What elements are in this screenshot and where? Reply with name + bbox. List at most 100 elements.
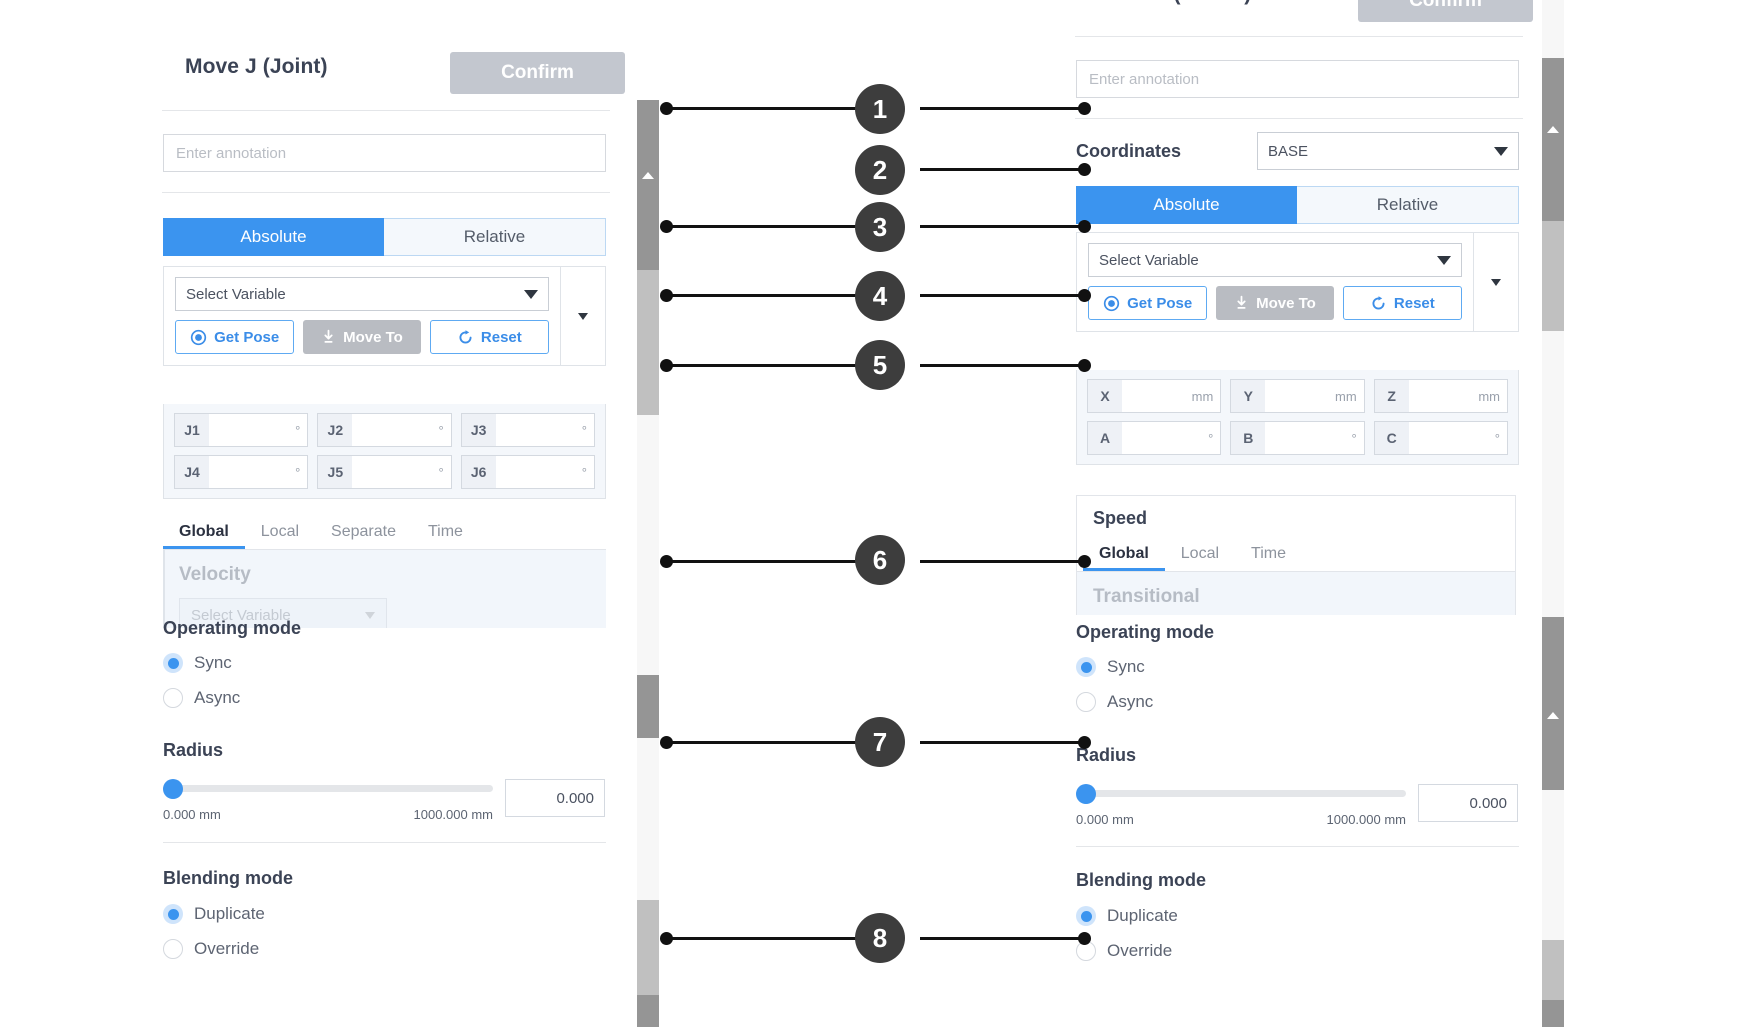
scrollbar-thumb[interactable] (637, 675, 659, 738)
pose-field-unit: ° (1208, 430, 1214, 446)
slider-knob[interactable] (163, 779, 183, 799)
move-j-radius-slider[interactable] (163, 779, 493, 799)
move-l-duplicate-label: Duplicate (1107, 906, 1178, 925)
move-l-variable-select-value: Select Variable (1099, 251, 1199, 269)
tab-time[interactable]: Time (427, 523, 463, 540)
move-l-blending-mode-heading: Blending mode (1076, 870, 1206, 890)
joint-field-j5[interactable]: J5 ° (317, 455, 452, 489)
move-l-variable-select[interactable]: Select Variable (1088, 243, 1462, 277)
pose-field-b[interactable]: B ° (1230, 421, 1365, 455)
move-l-scrollbar-lower[interactable] (1542, 660, 1564, 1027)
callout-dot-right-4 (1078, 289, 1091, 302)
tab-global[interactable]: Global (163, 515, 245, 549)
joint-field-row: J1 ° J2 ° J3 ° (174, 413, 595, 447)
joint-field-j3[interactable]: J3 ° (460, 413, 595, 447)
move-j-tab-relative[interactable]: Relative (384, 218, 606, 256)
move-j-confirm-button[interactable]: Confirm (450, 52, 625, 94)
slider-knob[interactable] (1076, 784, 1096, 804)
move-l-mode-toggle[interactable]: Absolute Relative (1076, 186, 1519, 224)
tab-separate[interactable]: Separate (331, 523, 396, 540)
scrollbar-thumb[interactable] (1542, 660, 1564, 790)
tab-local[interactable]: Local (1180, 545, 1220, 562)
pose-field-y[interactable]: Y mm (1230, 379, 1365, 413)
chevron-down-icon (1437, 255, 1451, 265)
joint-field-row: J4 ° J5 ° J6 ° (174, 455, 595, 489)
tab-global[interactable]: Global (1083, 537, 1165, 571)
pose-field-x[interactable]: X mm (1087, 379, 1222, 413)
joint-field-j4[interactable]: J4 ° (174, 455, 309, 489)
callout-line-6b (920, 560, 1086, 563)
radio-unselected-icon (163, 939, 183, 959)
tab-time[interactable]: Time (1251, 545, 1286, 562)
move-l-tab-relative[interactable]: Relative (1297, 186, 1519, 224)
scrollbar-track[interactable] (637, 415, 659, 675)
scrollbar-track[interactable] (637, 800, 659, 900)
move-l-variable-expand-button[interactable] (1474, 232, 1519, 332)
joint-field-j1[interactable]: J1 ° (174, 413, 309, 447)
radio-unselected-icon (1076, 692, 1096, 712)
move-l-confirm-button[interactable]: Confirm (1358, 0, 1533, 22)
move-l-radio-override[interactable]: Override (1076, 941, 1206, 961)
move-l-move-to-button[interactable]: Move To (1216, 286, 1334, 320)
move-l-pose-fields: X mm Y mm Z mm A ° B ° (1076, 370, 1519, 465)
move-j-mode-toggle[interactable]: Absolute Relative (163, 218, 606, 256)
scrollbar-thumb[interactable] (637, 900, 659, 995)
move-l-radius-min: 0.000 mm (1076, 812, 1134, 827)
scrollbar-track[interactable] (1542, 331, 1564, 617)
move-l-get-pose-button[interactable]: Get Pose (1088, 286, 1208, 320)
radio-selected-icon (1076, 906, 1096, 926)
move-j-get-pose-button[interactable]: Get Pose (175, 320, 295, 354)
move-l-radio-async[interactable]: Async (1076, 692, 1214, 712)
move-j-radio-duplicate[interactable]: Duplicate (163, 904, 293, 924)
tab-local[interactable]: Local (260, 523, 300, 540)
move-j-radio-sync[interactable]: Sync (163, 653, 301, 673)
pose-field-c[interactable]: C ° (1373, 421, 1508, 455)
move-j-variable-select[interactable]: Select Variable (175, 277, 549, 311)
radio-unselected-icon (163, 688, 183, 708)
move-j-velocity-select[interactable]: Select Variable (179, 598, 387, 628)
move-l-radio-duplicate[interactable]: Duplicate (1076, 906, 1206, 926)
move-l-annotation-input[interactable]: Enter annotation (1076, 60, 1519, 98)
scrollbar-track[interactable] (1542, 790, 1564, 940)
move-j-variable-expand-button[interactable] (561, 266, 606, 366)
scrollbar-thumb[interactable] (637, 270, 659, 415)
pose-field-z[interactable]: Z mm (1373, 379, 1508, 413)
annotation-divider (1075, 118, 1523, 119)
joint-field-j6[interactable]: J6 ° (460, 455, 595, 489)
pose-field-a[interactable]: A ° (1087, 421, 1222, 455)
move-j-title: Move J (Joint) (185, 55, 328, 78)
move-l-tab-absolute[interactable]: Absolute (1076, 186, 1297, 224)
move-j-variable-block: Select Variable Get Pose (163, 266, 606, 366)
move-j-annotation-input[interactable]: Enter annotation (163, 134, 606, 172)
callout-badge-6: 6 (855, 535, 905, 585)
move-j-radius-value-input[interactable]: 0.000 (505, 779, 605, 817)
scrollbar-track[interactable] (1542, 0, 1564, 58)
move-l-coordinates-select[interactable]: BASE (1257, 132, 1519, 170)
move-j-reset-button[interactable]: Reset (429, 320, 549, 354)
move-j-radio-override[interactable]: Override (163, 939, 293, 959)
move-l-radio-sync[interactable]: Sync (1076, 657, 1214, 677)
move-l-radius-value-input[interactable]: 0.000 (1418, 784, 1518, 822)
move-j-move-to-button[interactable]: Move To (303, 320, 421, 354)
callout-dot-right-3 (1078, 220, 1091, 233)
pose-field-label: A (1088, 422, 1122, 454)
scrollbar-thumb[interactable] (1542, 221, 1564, 331)
scrollbar-thumb[interactable] (1542, 1000, 1564, 1027)
joint-field-unit: ° (295, 464, 301, 480)
target-icon (1103, 295, 1120, 311)
move-l-radius-slider[interactable] (1076, 784, 1406, 804)
scrollbar-thumb[interactable] (1542, 940, 1564, 1000)
move-l-reset-button[interactable]: Reset (1342, 286, 1462, 320)
refresh-icon (1372, 295, 1385, 309)
move-j-radio-async[interactable]: Async (163, 688, 301, 708)
scrollbar-thumb[interactable] (637, 100, 659, 270)
move-j-reset-label: Reset (480, 328, 522, 346)
scrollbar-thumb[interactable] (637, 995, 659, 1027)
move-j-scrollbar-lower[interactable] (637, 800, 659, 1027)
move-j-variable-card: Select Variable Get Pose (163, 266, 561, 366)
scrollbar-thumb[interactable] (1542, 58, 1564, 221)
move-j-tab-absolute[interactable]: Absolute (163, 218, 384, 256)
move-l-radius-value: 0.000 (1469, 794, 1507, 812)
pose-field-label: Y (1231, 380, 1266, 412)
joint-field-j2[interactable]: J2 ° (317, 413, 452, 447)
